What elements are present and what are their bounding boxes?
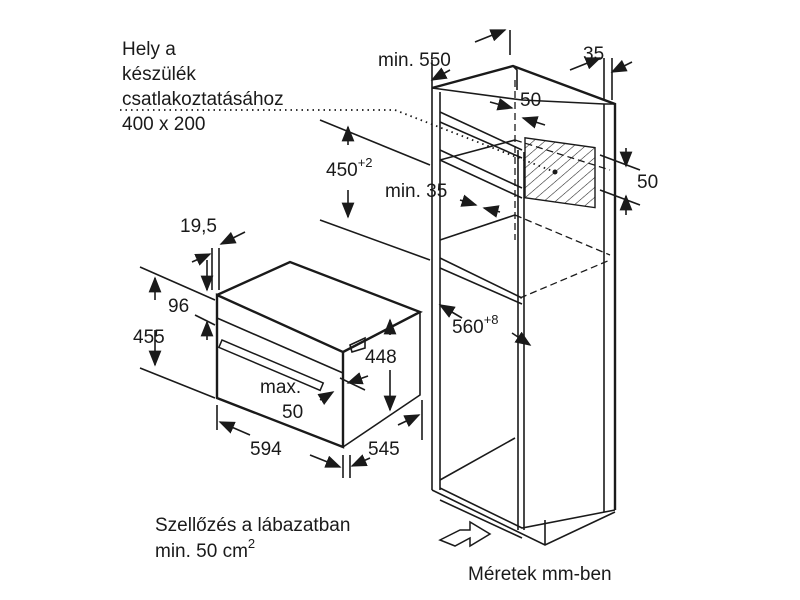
dim-560: 560+8 [452, 312, 499, 338]
dim-594: 594 [250, 439, 282, 460]
dimension-lines [139, 29, 641, 478]
ventilation-label-2: min. 50 cm2 [155, 536, 255, 562]
dim-448: 448 [365, 347, 397, 368]
dim-450: 450+2 [326, 155, 373, 181]
oven [215, 260, 423, 449]
dim-50-top: 50 [520, 90, 541, 111]
dim-max: max. [260, 377, 301, 398]
connection-area [524, 136, 596, 209]
dim-50-right: 50 [637, 172, 658, 193]
oven-handle [217, 339, 325, 392]
units-note: Méretek mm-ben [468, 564, 612, 585]
dim-max50: 50 [282, 402, 303, 423]
airflow-arrow-icon [438, 520, 492, 548]
dim-545: 545 [368, 439, 400, 460]
connection-label-2: készülék [122, 64, 196, 85]
dim-455: 455 [133, 327, 165, 348]
dim-min35: min. 35 [385, 181, 447, 202]
connection-label-3: csatlakoztatásához [122, 89, 284, 110]
dim-19-5: 19,5 [180, 216, 217, 237]
connection-size: 400 x 200 [122, 114, 205, 135]
dim-35: 35 [583, 44, 604, 65]
dim-min550: min. 550 [378, 50, 451, 71]
dim-96: 96 [168, 296, 189, 317]
ventilation-label-1: Szellőzés a lábazatban [155, 515, 350, 536]
cabinet [431, 64, 617, 546]
connection-label-1: Hely a [122, 39, 176, 60]
